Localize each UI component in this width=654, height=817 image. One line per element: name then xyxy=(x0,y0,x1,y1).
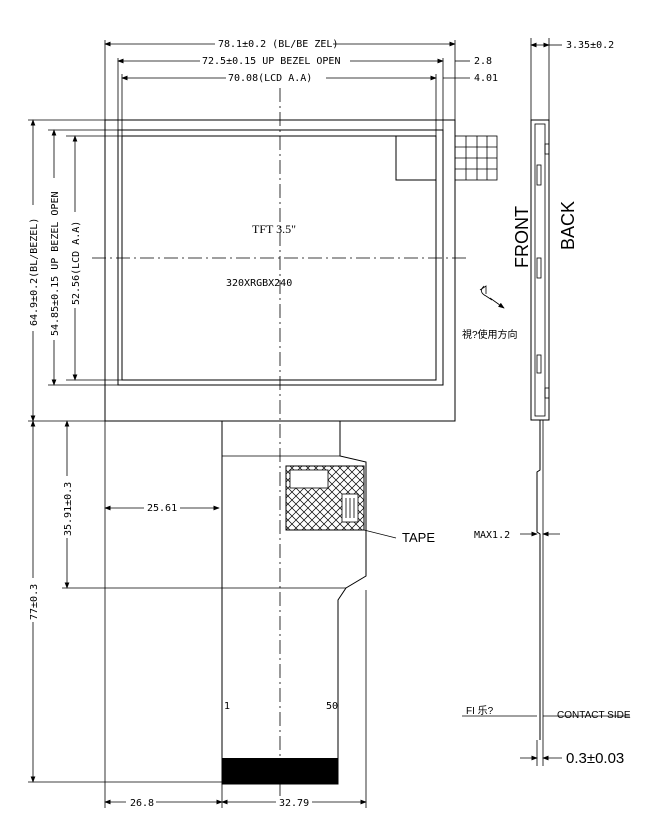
fpc-total-label: 77±0.3 xyxy=(29,584,40,620)
bottom-left-label: 26.8 xyxy=(130,798,154,809)
pin-last-label: 50 xyxy=(326,701,338,712)
left-dimensions: 64.9±0.2(BL/BEZEL) 54.85±0.15 UP BEZEL O… xyxy=(27,119,222,808)
tft-size-label: TFT 3.5" xyxy=(252,222,296,236)
top-dimensions: 78.1±0.2 (BL/BE ZEL) 72.5±0.15 UP BEZEL … xyxy=(104,38,498,136)
side-thickness-label: 3.35±0.2 xyxy=(566,40,614,51)
fpc-thickness-label: 0.3±0.03 xyxy=(566,750,624,767)
max-thickness-label: MAX1.2 xyxy=(474,530,510,541)
resolution-label: 320XRGBX240 xyxy=(226,278,292,289)
dim-4-01-label: 4.01 xyxy=(474,73,498,84)
back-label: BACK xyxy=(558,201,578,250)
bottom-dimensions: 26.8 32.79 xyxy=(104,590,367,809)
side-view: 3.35±0.2 FRONT BACK MAX1.2 FI 乐? CONTACT… xyxy=(462,38,631,767)
bezel-open-outline xyxy=(117,129,444,386)
tape-label: TAPE xyxy=(402,530,435,545)
dim-2-8-label: 2.8 xyxy=(474,56,492,67)
front-view: TFT 3.5" 320XRGBX240 視?使用方向 xyxy=(92,88,518,800)
contact-pads xyxy=(222,758,338,784)
up-bezel-open-width-label: 72.5±0.15 UP BEZEL OPEN xyxy=(202,56,340,67)
bottom-width-label: 32.79 xyxy=(279,798,309,809)
front-label: FRONT xyxy=(512,206,532,268)
lcd-aa-width-label: 70.08(LCD A.A) xyxy=(228,73,312,84)
fpc-tail: TAPE 1 50 xyxy=(221,421,435,785)
height-lcd-aa-label: 52.56(LCD A.A) xyxy=(71,221,82,305)
pin-first-label: 1 xyxy=(224,701,230,712)
corner-grid xyxy=(454,135,498,181)
bezel-width-label: 78.1±0.2 (BL/BE ZEL) xyxy=(218,39,338,50)
height-up-bezel-open-label: 54.85±0.15 UP BEZEL OPEN xyxy=(50,192,61,337)
height-bezel-label: 64.9±0.2(BL/BEZEL) xyxy=(29,218,40,326)
fpc-left-offset-label: 25.61 xyxy=(147,503,177,514)
view-direction-arrow xyxy=(479,285,505,309)
fpc-tape-offset-label: 35.91±0.3 xyxy=(63,482,74,536)
corner-block xyxy=(395,135,437,181)
view-direction-label: 視?使用方向 xyxy=(462,328,518,341)
contact-side-label: CONTACT SIDE xyxy=(557,710,631,721)
fi-note-label: FI 乐? xyxy=(466,705,494,717)
